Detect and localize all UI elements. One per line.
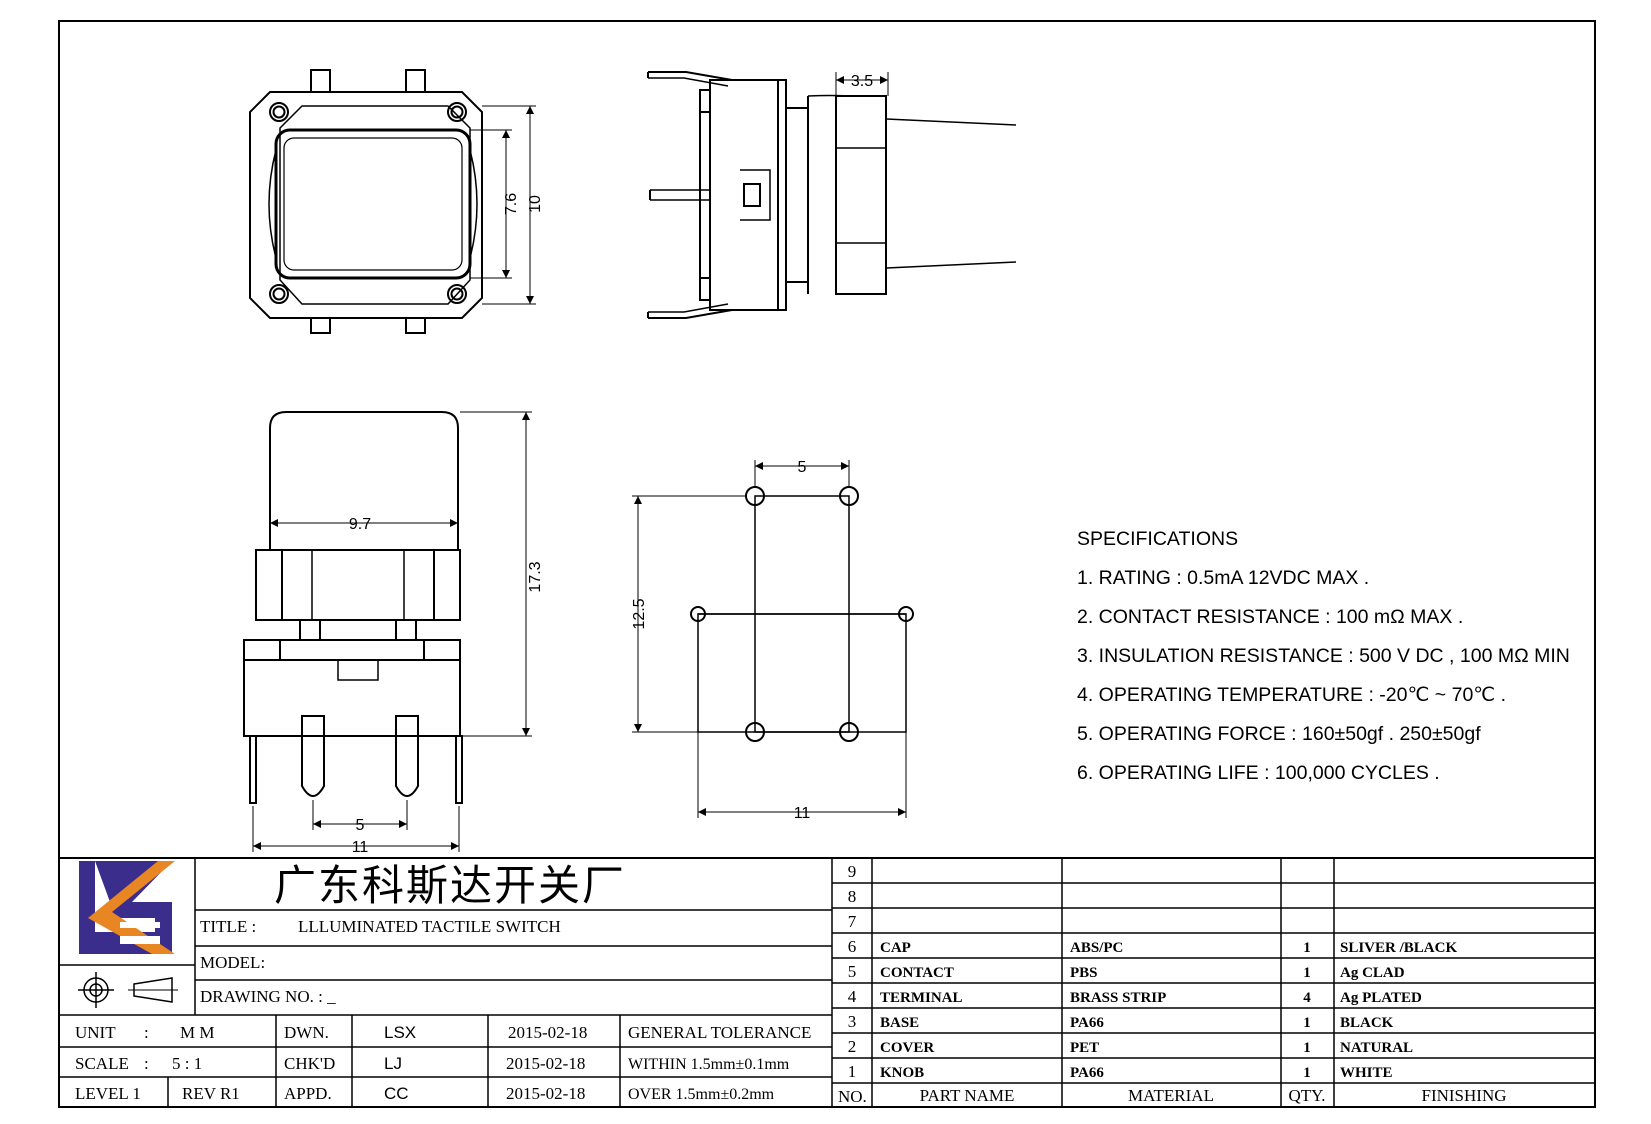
dim-label-11-pcb: 11 [794,805,811,822]
bom-cell-finishing: SLIVER /BLACK [1340,940,1457,956]
bom-cell-no: 2 [848,1037,857,1056]
bom-cell-finishing: WHITE [1340,1065,1393,1081]
spec-item: 5. OPERATING FORCE : 160±50gf . 250±50gf [1077,723,1481,745]
bom-header-material: MATERIAL [1128,1086,1214,1105]
bom-cell-part: KNOB [880,1065,924,1081]
dim-label-12-5: 12.5 [631,598,648,629]
bom-cell-qty: 1 [1303,1065,1311,1081]
tolerance-over: OVER 1.5mm±0.2mm [628,1086,775,1103]
dim-label-7-6: 7.6 [503,193,520,215]
appd-role: APPD. [284,1084,332,1103]
bom-cell-part: CONTACT [880,965,954,981]
dim-label-5-pcb: 5 [798,459,807,476]
bom-cell-no: 5 [848,962,857,981]
bom-cell-finishing: BLACK [1340,1015,1394,1031]
bom-cell-part: TERMINAL [880,990,963,1006]
unit-value: M M [180,1023,214,1042]
dim-label-17-3: 17.3 [527,561,544,592]
dim-label-5-front: 5 [356,817,365,834]
bom-cell-qty: 1 [1303,1040,1311,1056]
top-view [249,69,536,334]
bom-cell-no: 1 [848,1062,857,1081]
spec-item: 2. CONTACT RESISTANCE : 100 mΩ MAX . [1077,606,1464,628]
rev-value: REV R1 [182,1084,240,1103]
dwn-date: 2015-02-18 [508,1023,587,1042]
chkd-role: CHK'D [284,1054,335,1073]
projection-symbol-icon [78,972,178,1008]
bom-cell-no: 9 [848,862,857,881]
dim-label-11-front: 11 [352,839,369,856]
dim-label-3-5: 3.5 [851,73,873,90]
pcb-layout [632,460,914,818]
title-label: TITLE : [200,917,256,936]
side-view [647,71,1017,319]
bom-header-part: PART NAME [920,1086,1015,1105]
spec-item: 1. RATING : 0.5mA 12VDC MAX . [1077,567,1370,589]
appd-name: CC [384,1084,409,1103]
bom-cell-material: PA66 [1070,1015,1104,1031]
bom-cell-no: 3 [848,1012,857,1031]
drawing-no-label: DRAWING NO. : _ [200,987,336,1006]
bom-cell-no: 8 [848,887,857,906]
bom-cell-material: PA66 [1070,1065,1104,1081]
dim-label-9-7: 9.7 [349,516,371,533]
bom-cell-material: PET [1070,1040,1099,1056]
bom-cell-finishing: NATURAL [1340,1040,1413,1056]
bom-cell-no: 6 [848,937,857,956]
spec-item: 4. OPERATING TEMPERATURE : -20℃ ~ 70℃ . [1077,684,1507,706]
bom-cell-no: 4 [848,987,857,1006]
appd-date: 2015-02-18 [506,1084,585,1103]
spec-item: 3. INSULATION RESISTANCE : 500 V DC , 10… [1077,645,1570,667]
bom-cell-qty: 1 [1303,940,1311,956]
unit-key: UNIT [75,1023,116,1042]
bom-cell-qty: 1 [1303,965,1311,981]
bom-cell-qty: 4 [1303,990,1311,1006]
sheet-border [58,20,1596,1108]
bom-cell-finishing: Ag CLAD [1340,965,1405,981]
dim-label-10: 10 [527,195,544,213]
tolerance-heading: GENERAL TOLERANCE [628,1023,811,1042]
level-key: LEVEL 1 [75,1084,141,1103]
dwn-name: LSX [384,1023,416,1042]
bom-cell-material: ABS/PC [1070,940,1123,956]
spec-item: 6. OPERATING LIFE : 100,000 CYCLES . [1077,762,1440,784]
dwn-role: DWN. [284,1023,329,1042]
company-name: 广东科斯达开关厂 [274,861,626,910]
tolerance-within: WITHIN 1.5mm±0.1mm [628,1056,790,1073]
bom-cell-no: 7 [848,912,857,931]
bom-cell-part: CAP [880,940,911,956]
bom-cell-qty: 1 [1303,1015,1311,1031]
chkd-name: LJ [384,1054,402,1073]
bom-header-qty: QTY. [1289,1086,1326,1105]
bom-header-finishing: FINISHING [1422,1086,1507,1105]
bom-cell-part: COVER [880,1040,934,1056]
scale-sep: : [144,1054,149,1073]
chkd-date: 2015-02-18 [506,1054,585,1073]
bom-cell-material: PBS [1070,965,1098,981]
model-label: MODEL: [200,953,265,972]
bom-cell-part: BASE [880,1015,919,1031]
specifications-heading: SPECIFICATIONS [1077,528,1239,550]
company-logo [79,861,175,954]
bom-header-no: NO. [838,1087,867,1106]
unit-sep: : [144,1023,149,1042]
front-view [243,411,532,852]
scale-value: 5 : 1 [172,1054,202,1073]
scale-key: SCALE [75,1054,129,1073]
bom-cell-finishing: Ag PLATED [1340,990,1422,1006]
title-value: LLLUMINATED TACTILE SWITCH [298,917,561,936]
specifications-block: SPECIFICATIONS 1. RATING : 0.5mA 12VDC M… [1077,520,1597,793]
bom-cell-material: BRASS STRIP [1070,990,1166,1006]
title-block-lines [59,857,1595,1107]
